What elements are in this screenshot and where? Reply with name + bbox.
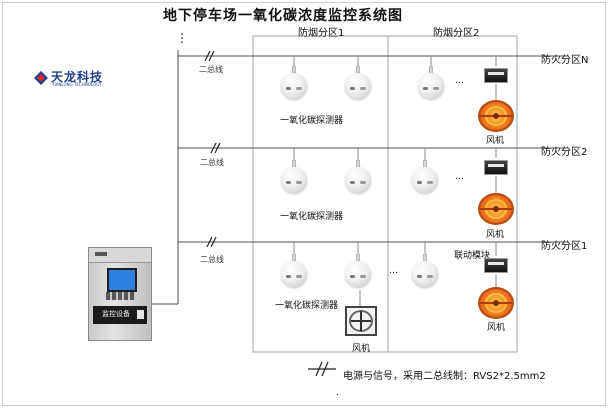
- wall-fan-icon: [345, 306, 377, 336]
- detector-label-zone-2: 一氧化碳探测器: [280, 212, 344, 222]
- bus-label-zone-2: 二总线: [200, 158, 224, 167]
- co-detector-icon: [345, 66, 371, 102]
- co-detector-icon: [281, 160, 307, 196]
- bus-continuation-dots: ⋮: [176, 31, 188, 45]
- more-devices-ellipsis: …: [455, 76, 464, 86]
- logo-name-cn: 天龙科技: [51, 70, 104, 84]
- more-devices-ellipsis: …: [455, 172, 464, 182]
- linkage-module-label: 联动模块: [454, 251, 491, 261]
- controller-keypad: [106, 292, 136, 300]
- axial-fan-icon: [478, 193, 514, 225]
- co-detector-icon: [345, 254, 371, 290]
- fire-zone-2-label: 防火分区2: [541, 147, 588, 158]
- co-detector-icon: [345, 160, 371, 196]
- logo-name-en: TIANLONG TECHNOLOGY: [52, 82, 102, 87]
- wiring-legend: 电源与信号，采用二总线制：RVS2*2.5mm2: [343, 371, 546, 382]
- detector-label-zone-n: 一氧化碳探测器: [280, 116, 344, 126]
- axial-fan-icon: [478, 287, 514, 319]
- bus-label-zone-1: 二总线: [200, 255, 224, 264]
- co-detector-icon: [412, 160, 438, 196]
- smoke-zone-1-label: 防烟分区1: [298, 28, 345, 39]
- smoke-zone-2-label: 防烟分区2: [433, 28, 480, 39]
- linkage-module-icon: [484, 68, 508, 83]
- co-detector-icon: [412, 254, 438, 290]
- footer-dot: .: [336, 388, 339, 398]
- co-detector-icon: [418, 66, 444, 102]
- linkage-module-icon: [484, 258, 508, 273]
- fan-label-zone-2: 风机: [486, 230, 505, 240]
- linkage-module-icon: [484, 160, 508, 175]
- axial-fan-icon: [478, 100, 514, 132]
- fan-label-zone-1: 风机: [487, 323, 506, 333]
- controller-label: 监控设备: [102, 310, 130, 318]
- co-detector-icon: [281, 66, 307, 102]
- fire-zone-n-label: 防火分区N: [541, 55, 589, 66]
- smoke-zone-2-box: [387, 35, 518, 353]
- more-devices-ellipsis: …: [389, 266, 398, 276]
- monitoring-controller: 监控设备: [88, 247, 152, 341]
- detector-label-zone-1: 一氧化碳探测器: [275, 301, 339, 311]
- diagram-frame: [2, 2, 606, 406]
- logo-mark-icon: [34, 71, 48, 85]
- company-logo: 天龙科技 TIANLONG TECHNOLOGY: [30, 67, 110, 89]
- bus-slash-icon: [204, 50, 336, 377]
- wall-fan-label: 风机: [352, 344, 371, 354]
- fan-label-zone-n: 风机: [486, 136, 505, 146]
- co-detector-icon: [281, 254, 307, 290]
- controller-screen: [107, 268, 137, 292]
- fire-zone-1-label: 防火分区1: [541, 241, 588, 252]
- diagram-title: 地下停车场一氧化碳浓度监控系统图: [163, 8, 403, 24]
- bus-label-zone-n: 二总线: [199, 65, 223, 74]
